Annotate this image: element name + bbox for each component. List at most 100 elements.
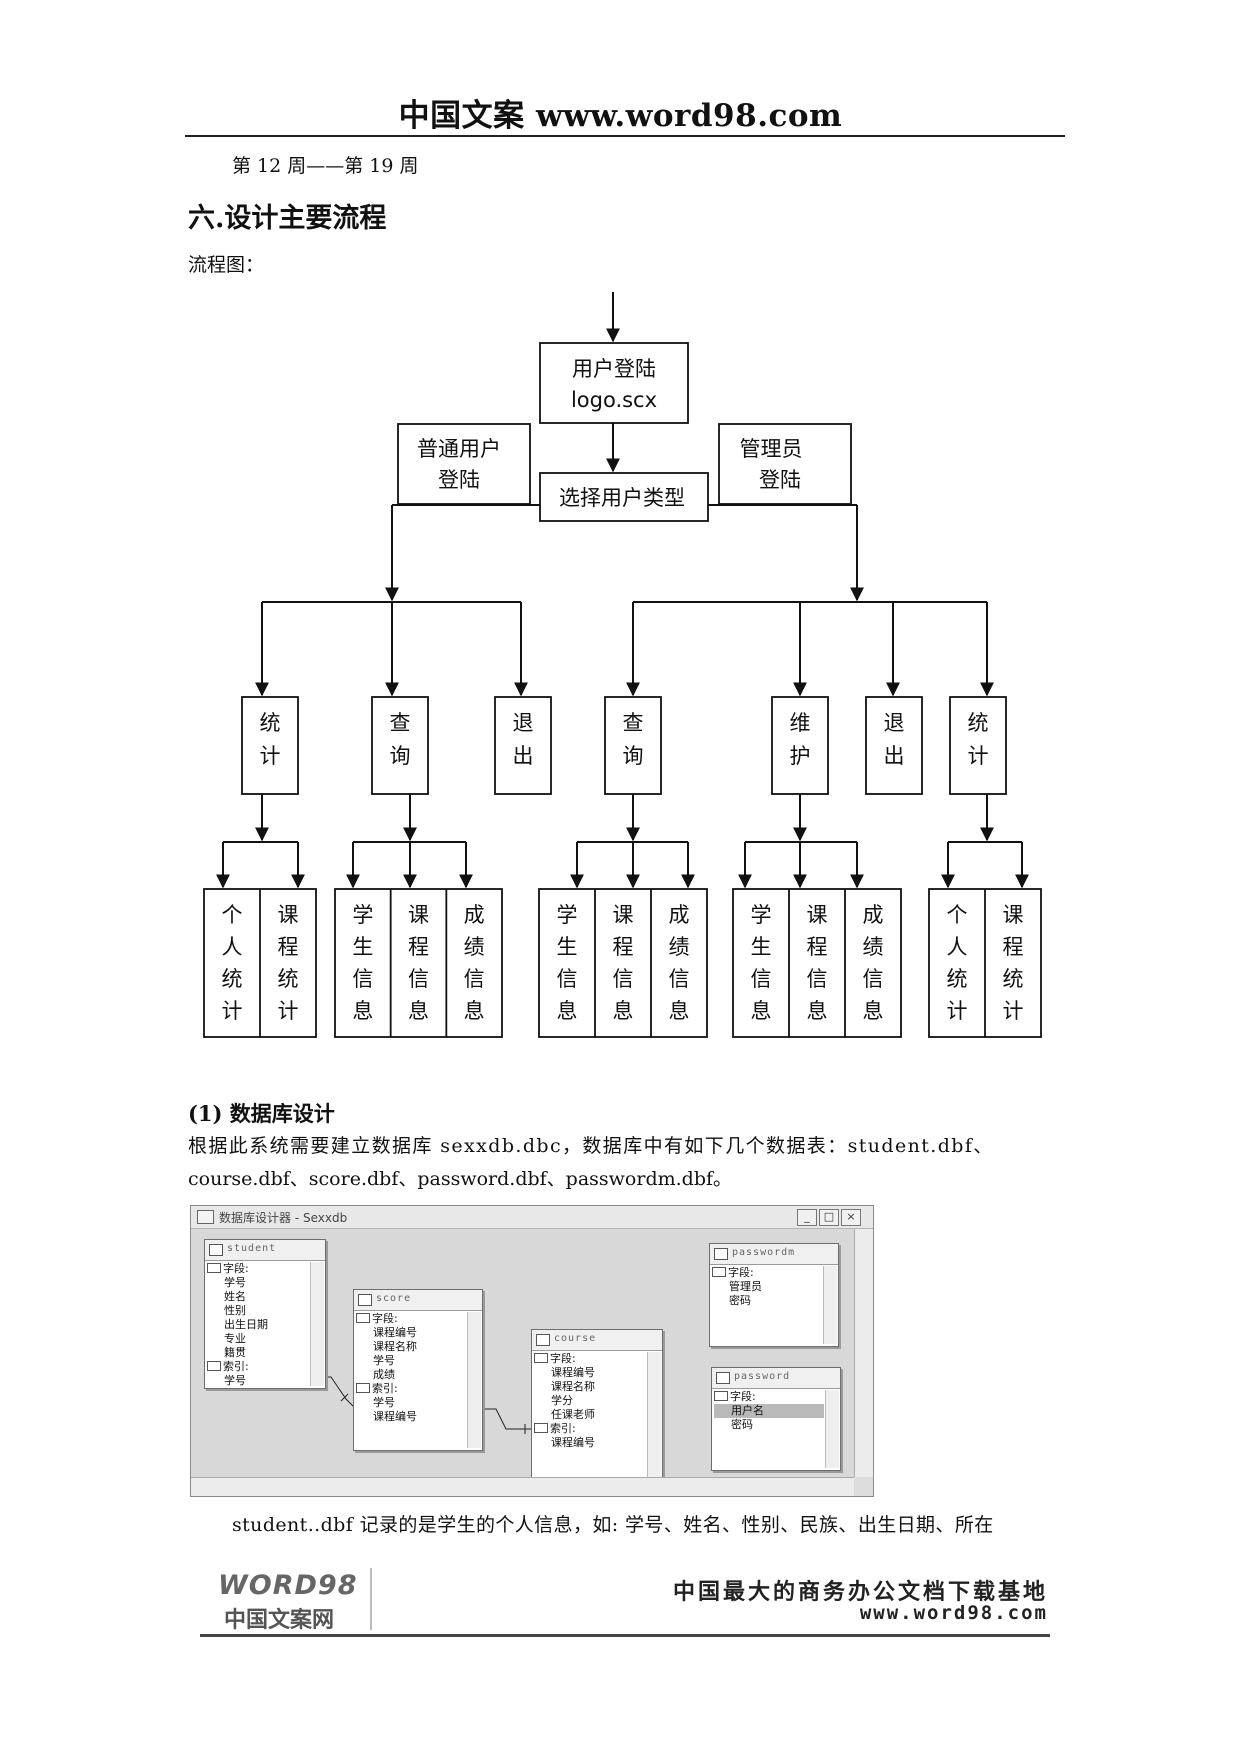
leaf-char: 程 <box>1003 935 1024 959</box>
leaf-char: 绩 <box>669 935 690 959</box>
leaf-char: 课 <box>278 903 299 927</box>
table-password[interactable]: password 字段:用户名密码 <box>711 1367 841 1471</box>
footer-logo: WORD98 中国文案网 <box>200 1568 372 1633</box>
mid-box-4 <box>604 696 662 795</box>
vertical-scrollbar[interactable] <box>854 1229 873 1477</box>
leaf-group-4 <box>732 888 902 1038</box>
table-passwordm[interactable]: passwordm 字段:管理员密码 <box>709 1243 839 1347</box>
table-field[interactable]: 密码 <box>731 1418 753 1431</box>
table-field[interactable]: 索引: <box>207 1360 309 1374</box>
table-field[interactable]: 字段: <box>712 1266 822 1280</box>
mid-box-7 <box>949 696 1007 795</box>
table-course[interactable]: course 字段:课程编号课程名称学分任课老师索引:课程编号 <box>531 1329 663 1491</box>
section-heading: 六.设计主要流程 <box>188 203 387 234</box>
close-button[interactable]: × <box>841 1209 861 1226</box>
table-name: password <box>734 1371 791 1382</box>
table-name: student <box>227 1243 277 1254</box>
table-scrollbar[interactable] <box>823 1266 837 1344</box>
mid-label: 计 <box>260 744 281 768</box>
leaf-char: 学 <box>352 903 373 927</box>
leaf-char: 息 <box>613 999 634 1023</box>
table-field[interactable]: 课程编号 <box>373 1326 417 1339</box>
leaf-char: 绩 <box>863 935 884 959</box>
table-icon <box>209 1244 223 1256</box>
table-field[interactable]: 学号 <box>373 1396 395 1409</box>
table-field[interactable]: 管理员 <box>729 1280 762 1293</box>
table-score[interactable]: score 字段:课程编号课程名称学号成绩索引:学号课程编号 <box>353 1289 483 1451</box>
table-field[interactable]: 出生日期 <box>224 1318 268 1331</box>
table-scrollbar[interactable] <box>310 1262 324 1386</box>
table-fields: 字段:学号姓名性别出生日期专业籍贯索引:学号 <box>207 1262 309 1387</box>
table-field[interactable]: 专业 <box>224 1332 246 1345</box>
table-student[interactable]: student 字段:学号姓名性别出生日期专业籍贯索引:学号 <box>204 1239 326 1389</box>
table-field[interactable]: 籍贯 <box>224 1346 246 1359</box>
field-icon <box>207 1263 221 1273</box>
leaf-char: 生 <box>557 935 578 959</box>
table-fields: 字段:用户名密码 <box>714 1390 824 1468</box>
table-field[interactable]: 成绩 <box>373 1368 395 1381</box>
table-field[interactable]: 用户名 <box>714 1404 824 1418</box>
table-field[interactable]: 索引: <box>534 1422 646 1436</box>
field-icon <box>356 1313 370 1323</box>
table-name: score <box>376 1293 412 1304</box>
table-field[interactable]: 学号 <box>224 1276 246 1289</box>
table-field[interactable]: 课程名称 <box>551 1380 595 1393</box>
table-field[interactable]: 学号 <box>373 1354 395 1367</box>
table-field[interactable]: 课程编号 <box>373 1410 417 1423</box>
table-field[interactable]: 任课老师 <box>551 1408 595 1421</box>
table-field[interactable]: 密码 <box>729 1294 751 1307</box>
minimize-button[interactable]: _ <box>797 1209 817 1226</box>
leaf-char: 课 <box>1003 903 1024 927</box>
page-header-title: 中国文案 www.word98.com <box>398 98 843 134</box>
table-name: passwordm <box>732 1247 796 1258</box>
mid-label: 退 <box>513 711 534 735</box>
leaf-char: 息 <box>464 999 485 1023</box>
table-field[interactable]: 课程编号 <box>551 1436 595 1449</box>
db-paragraph-line1: 根据此系统需要建立数据库 sexxdb.dbc，数据库中有如下几个数据表：stu… <box>188 1135 994 1157</box>
horizontal-scrollbar[interactable] <box>191 1477 854 1496</box>
table-field[interactable]: 性别 <box>224 1304 246 1317</box>
table-field[interactable]: 索引: <box>356 1382 466 1396</box>
table-field[interactable]: 课程编号 <box>551 1366 595 1379</box>
select-type-box <box>539 472 709 522</box>
mid-box-1 <box>241 696 299 795</box>
leaf-char: 成 <box>863 903 884 927</box>
table-field[interactable]: 姓名 <box>224 1290 246 1303</box>
table-scrollbar[interactable] <box>647 1352 661 1488</box>
table-field[interactable]: 字段: <box>207 1262 309 1276</box>
leaf-char: 计 <box>1003 999 1024 1023</box>
table-field[interactable]: 字段: <box>356 1312 466 1326</box>
window-titlebar[interactable]: 数据库设计器 - Sexxdb _ □ × <box>191 1206 873 1229</box>
table-field[interactable]: 学分 <box>551 1394 573 1407</box>
leaf-char: 程 <box>278 935 299 959</box>
table-icon <box>536 1334 550 1346</box>
admin-label-2: 登陆 <box>759 468 801 492</box>
table-field[interactable]: 字段: <box>714 1390 824 1404</box>
table-scrollbar[interactable] <box>467 1312 481 1448</box>
mid-label: 查 <box>623 711 644 735</box>
field-icon <box>207 1361 221 1371</box>
leaf-char: 统 <box>947 967 968 991</box>
mid-box-5 <box>771 696 829 795</box>
table-field[interactable]: 字段: <box>534 1352 646 1366</box>
table-icon <box>714 1248 728 1260</box>
mid-label: 询 <box>390 744 411 768</box>
leaf-char: 人 <box>947 935 968 959</box>
table-scrollbar[interactable] <box>825 1390 839 1468</box>
maximize-button[interactable]: □ <box>819 1209 839 1226</box>
mid-label: 护 <box>790 744 811 768</box>
admin-label-1: 管理员 <box>740 437 803 461</box>
schedule-text: 第 12 周——第 19 周 <box>232 155 419 177</box>
select-type-label: 选择用户类型 <box>559 486 685 510</box>
leaf-char: 息 <box>669 999 690 1023</box>
leaf-char: 程 <box>613 935 634 959</box>
leaf-char: 信 <box>863 967 884 991</box>
table-fields: 字段:课程编号课程名称学号成绩索引:学号课程编号 <box>356 1312 466 1448</box>
mid-label: 询 <box>623 744 644 768</box>
table-field[interactable]: 课程名称 <box>373 1340 417 1353</box>
table-name: course <box>554 1333 597 1344</box>
leaf-char: 信 <box>751 967 772 991</box>
leaf-char: 统 <box>1003 967 1024 991</box>
table-field[interactable]: 学号 <box>224 1374 246 1387</box>
leaf-char: 课 <box>807 903 828 927</box>
